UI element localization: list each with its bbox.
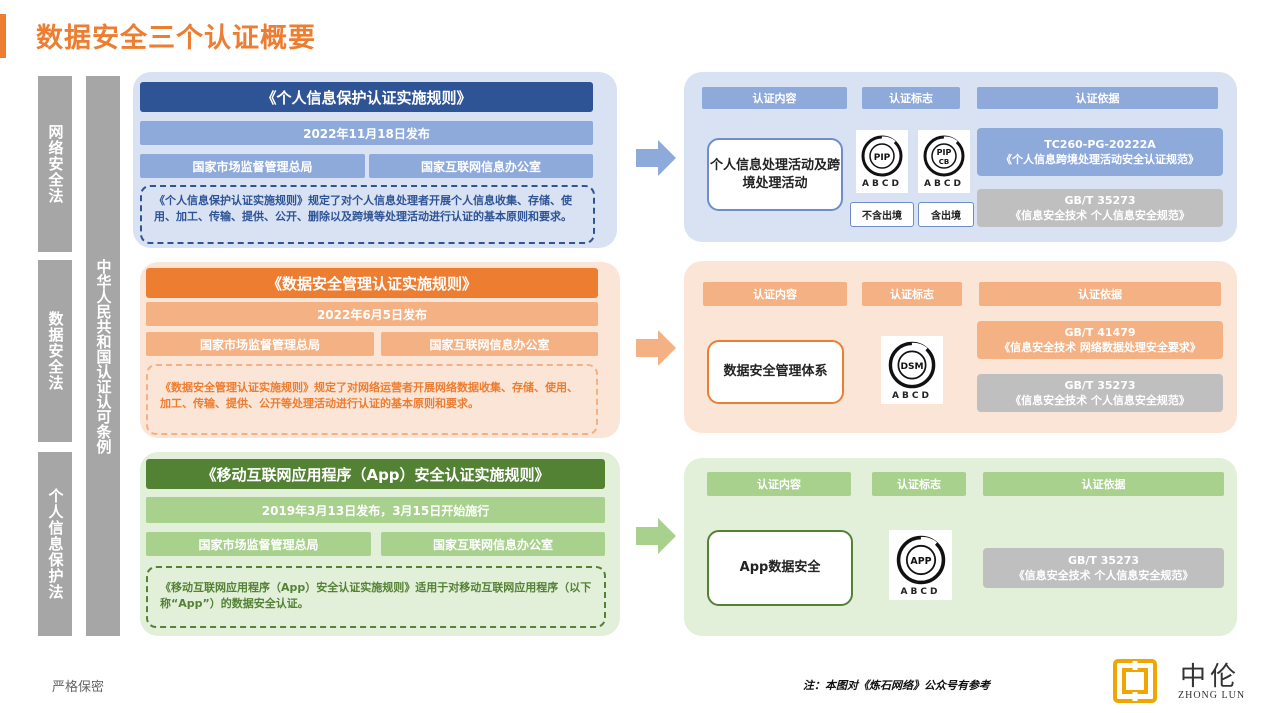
law-data-security-label: 数据安全法 — [38, 260, 72, 442]
title-accent-bar — [0, 14, 6, 58]
svg-text:APP: APP — [910, 556, 931, 567]
pip-certification-icon: PIP ABCD — [856, 130, 908, 193]
arrow-right-icon — [636, 140, 676, 176]
label-cert-basis: 认证依据 — [979, 282, 1221, 306]
section-app-issuer-cac: 国家互联网信息办公室 — [381, 532, 605, 556]
cert-basis-gbt41479: GB/T 41479《信息安全技术 网络数据处理安全要求》 — [977, 321, 1223, 359]
zhonglun-logo-icon — [1113, 659, 1157, 703]
section-dsm-date: 2022年6月5日发布 — [146, 302, 598, 326]
svg-text:CB: CB — [939, 158, 949, 166]
cert-content-box: App数据安全 — [707, 530, 853, 606]
section-app-date: 2019年3月13日发布，3月15日开始施行 — [146, 497, 605, 523]
brand-name-cn: 中伦 — [1180, 662, 1241, 692]
law-personal-info-label: 个人信息保护法 — [38, 452, 72, 636]
label-cert-mark: 认证标志 — [862, 282, 962, 306]
section-pip-issuer-cac: 国家互联网信息办公室 — [369, 154, 593, 178]
section-pip-date: 2022年11月18日发布 — [140, 121, 593, 145]
label-cert-content: 认证内容 — [703, 282, 847, 306]
section-pip-issuer-samr: 国家市场监督管理总局 — [140, 154, 365, 178]
law-cybersecurity-label: 网络安全法 — [38, 76, 72, 252]
section-dsm-issuer-samr: 国家市场监督管理总局 — [146, 332, 374, 356]
cert-content-box: 数据安全管理体系 — [707, 340, 844, 404]
section-dsm-issuer-cac: 国家互联网信息办公室 — [381, 332, 598, 356]
tag-with-export: 含出境 — [918, 202, 974, 227]
label-cert-content: 认证内容 — [702, 87, 847, 109]
section-pip-description: 《个人信息保护认证实施规则》规定了对个人信息处理者开展个人信息收集、存储、使用、… — [140, 185, 595, 244]
label-cert-mark: 认证标志 — [862, 87, 960, 109]
regulation-label: 中华人民共和国认证认可条例 — [86, 76, 120, 636]
label-cert-basis: 认证依据 — [977, 87, 1218, 109]
cert-content-box: 个人信息处理活动及跨境处理活动 — [707, 138, 843, 211]
cert-basis-gbt35273: GB/T 35273《信息安全技术 个人信息安全规范》 — [977, 374, 1223, 412]
cert-basis-tc260: TC260-PG-20222A《个人信息跨境处理活动安全认证规范》 — [977, 128, 1223, 176]
svg-text:PIP: PIP — [937, 148, 952, 157]
source-note: 注：本图对《炼石网络》公众号有参考 — [803, 679, 990, 692]
label-cert-mark: 认证标志 — [872, 472, 966, 496]
brand-name-en: ZHONG LUN — [1178, 690, 1246, 701]
section-dsm-header: 《数据安全管理认证实施规则》 — [146, 268, 598, 298]
dsm-certification-icon: DSM ABCD — [881, 336, 943, 404]
section-dsm-description: 《数据安全管理认证实施规则》规定了对网络运营者开展网络数据收集、存储、使用、加工… — [146, 364, 598, 435]
tag-no-export: 不含出境 — [850, 202, 914, 227]
svg-text:DSM: DSM — [900, 361, 923, 371]
section-app-description: 《移动互联网应用程序（App）安全认证实施规则》适用于对移动互联网应用程序（以下… — [146, 566, 606, 628]
label-cert-basis: 认证依据 — [983, 472, 1224, 496]
section-app-issuer-samr: 国家市场监督管理总局 — [146, 532, 371, 556]
label-cert-content: 认证内容 — [707, 472, 851, 496]
arrow-right-icon — [636, 330, 676, 366]
page-title: 数据安全三个认证概要 — [36, 23, 316, 54]
pip-cb-certification-icon: PIP CB ABCD — [918, 130, 970, 193]
arrow-right-icon — [636, 518, 676, 554]
cert-basis-gbt35273: GB/T 35273《信息安全技术 个人信息安全规范》 — [977, 189, 1223, 227]
cert-basis-gbt35273: GB/T 35273《信息安全技术 个人信息安全规范》 — [983, 548, 1224, 588]
section-app-header: 《移动互联网应用程序（App）安全认证实施规则》 — [146, 459, 605, 489]
section-pip-header: 《个人信息保护认证实施规则》 — [140, 82, 593, 112]
confidential-label: 严格保密 — [52, 680, 105, 695]
svg-text:PIP: PIP — [874, 153, 891, 163]
app-certification-icon: APP ABCD — [889, 530, 952, 600]
